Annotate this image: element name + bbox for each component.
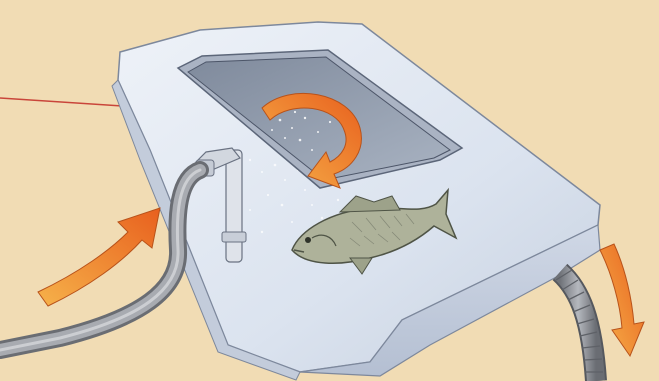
inflow-arrow (38, 208, 160, 306)
outflow-arrow (600, 244, 644, 356)
drain-hose (556, 270, 603, 381)
